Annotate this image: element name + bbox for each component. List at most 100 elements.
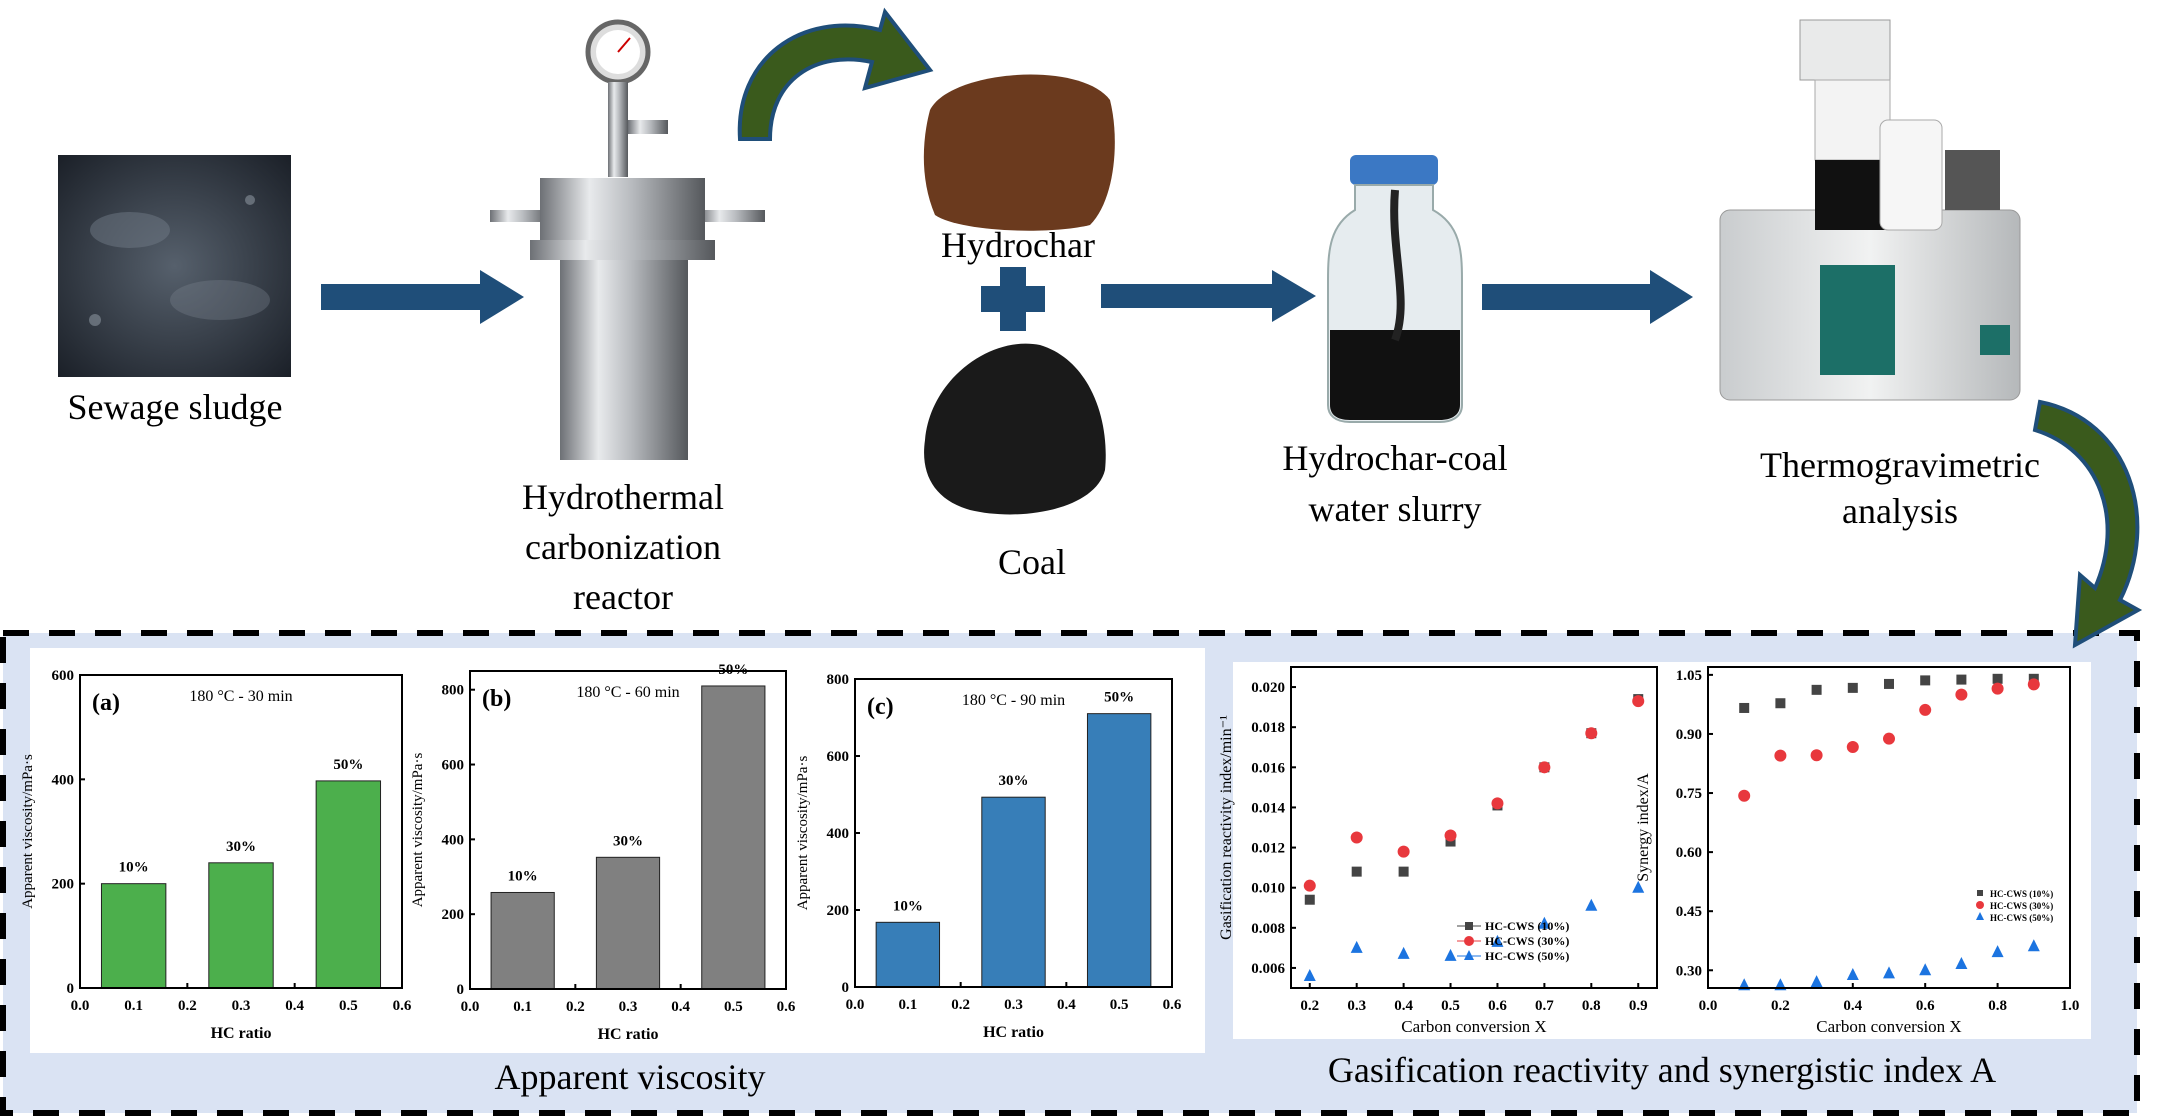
- y-axis-label: Gasification reactivity index/min⁻¹: [1218, 715, 1235, 940]
- reactor-label-line1: Hydrothermal: [522, 477, 724, 517]
- triangle-marker: [1303, 968, 1316, 981]
- condition-annotation: 180 °C - 30 min: [189, 688, 292, 705]
- tga-label-line1: Thermogravimetric: [1760, 445, 2040, 485]
- bar-label: 50%: [1104, 690, 1134, 706]
- x-tick-label: 0.1: [513, 999, 532, 1015]
- circle-marker: [1303, 879, 1316, 892]
- square-marker: [1811, 684, 1822, 695]
- legend-entry: HC-CWS (10%): [1990, 889, 2053, 899]
- triangle-marker: [1976, 912, 1984, 920]
- circle-marker: [1919, 703, 1932, 716]
- sewage-sludge-label: Sewage sludge: [67, 387, 283, 427]
- viscosity-caption: Apparent viscosity: [494, 1057, 766, 1097]
- triangle-marker: [1919, 963, 1932, 976]
- x-tick-label: 0.4: [285, 998, 304, 1014]
- bar-label: 10%: [119, 860, 149, 876]
- y-tick-label: 400: [827, 826, 850, 842]
- x-tick-label: 0.7: [1535, 998, 1554, 1014]
- x-tick-label: 1.0: [2061, 998, 2080, 1014]
- triangle-marker: [1350, 940, 1363, 953]
- square-marker: [1920, 675, 1931, 686]
- y-tick-label: 0.30: [1676, 963, 1702, 979]
- sewage-sludge-photo: [58, 155, 291, 377]
- circle-marker: [1632, 695, 1645, 708]
- legend-entry: HC-CWS (10%): [1485, 919, 1569, 933]
- x-tick-label: 0.3: [1004, 997, 1023, 1013]
- x-tick-label: 0.0: [1699, 998, 1718, 1014]
- reactor-label-line2: carbonization: [525, 527, 721, 567]
- triangle-marker: [1538, 916, 1551, 929]
- y-tick-label: 0.012: [1251, 841, 1285, 857]
- hydrothermal-reactor-image: [490, 19, 765, 460]
- triangle-marker: [1632, 880, 1645, 893]
- x-tick-label: 0.2: [1300, 998, 1319, 1014]
- y-tick-label: 0.008: [1251, 921, 1285, 937]
- square-marker: [1304, 894, 1315, 905]
- x-tick-label: 0.8: [1988, 998, 2007, 1014]
- x-axis-label: HC ratio: [983, 1024, 1044, 1041]
- x-tick-label: 0.2: [951, 997, 970, 1013]
- y-tick-label: 600: [827, 749, 850, 765]
- bar: [875, 921, 941, 988]
- bar: [315, 780, 382, 989]
- circle-marker: [2027, 678, 2040, 691]
- y-tick-label: 200: [52, 877, 75, 893]
- triangle-marker: [1585, 898, 1598, 911]
- square-marker: [1351, 866, 1362, 877]
- triangle-marker: [1444, 948, 1457, 961]
- x-tick-label: 0.8: [1582, 998, 1601, 1014]
- triangle-marker: [1991, 945, 2004, 958]
- y-axis-label: Synergy index/A: [1635, 773, 1652, 882]
- x-tick-label: 0.5: [1441, 998, 1460, 1014]
- square-marker: [1992, 673, 2003, 684]
- bar: [208, 862, 274, 989]
- plot-frame: [1707, 666, 2071, 989]
- arrow-right-icon: [321, 270, 524, 324]
- flow-arrows: [321, 270, 1693, 324]
- square-marker: [1956, 674, 1967, 685]
- x-tick-label: 0.4: [1843, 998, 1862, 1014]
- y-tick-label: 400: [52, 772, 75, 788]
- square-marker: [1398, 866, 1409, 877]
- y-tick-label: 600: [442, 758, 465, 774]
- bar: [1086, 713, 1152, 988]
- circle-marker: [1444, 829, 1457, 842]
- y-tick-label: 0.45: [1676, 904, 1702, 920]
- legend-entry: HC-CWS (50%): [1485, 949, 1569, 963]
- x-tick-label: 0.4: [1394, 998, 1413, 1014]
- circle-marker: [1774, 749, 1787, 762]
- x-tick-label: 0.1: [124, 998, 143, 1014]
- panel-label: (b): [482, 686, 511, 712]
- legend-entry: HC-CWS (30%): [1485, 934, 1569, 948]
- x-axis-label: Carbon conversion X: [1816, 1017, 1961, 1036]
- coal-label: Coal: [998, 542, 1066, 582]
- x-tick-label: 0.2: [178, 998, 197, 1014]
- reactor-label-line3: reactor: [573, 577, 673, 617]
- circle-marker: [1883, 732, 1895, 745]
- x-tick-label: 0.5: [1110, 997, 1129, 1013]
- circle-marker: [1491, 797, 1504, 810]
- x-tick-label: 0.3: [1347, 998, 1366, 1014]
- x-tick-label: 0.3: [619, 999, 638, 1015]
- bar-label: 30%: [613, 833, 643, 849]
- bar: [981, 796, 1046, 988]
- square-marker: [1739, 702, 1750, 713]
- tga-instrument-image: [1719, 19, 2021, 401]
- bar-label: 50%: [718, 662, 748, 678]
- y-tick-label: 800: [827, 672, 850, 688]
- curved-arrow-icon: [737, 7, 934, 141]
- y-tick-label: 0: [67, 981, 75, 997]
- tga-label-line2: analysis: [1842, 491, 1958, 531]
- bar: [595, 856, 661, 990]
- square-marker: [1445, 836, 1456, 847]
- hydrochar-label: Hydrochar: [941, 225, 1095, 265]
- square-marker: [1847, 682, 1858, 693]
- x-axis-label: HC ratio: [598, 1026, 659, 1043]
- circle-marker: [1955, 688, 1968, 701]
- circle-marker: [1991, 682, 2004, 695]
- square-marker: [1977, 890, 1983, 896]
